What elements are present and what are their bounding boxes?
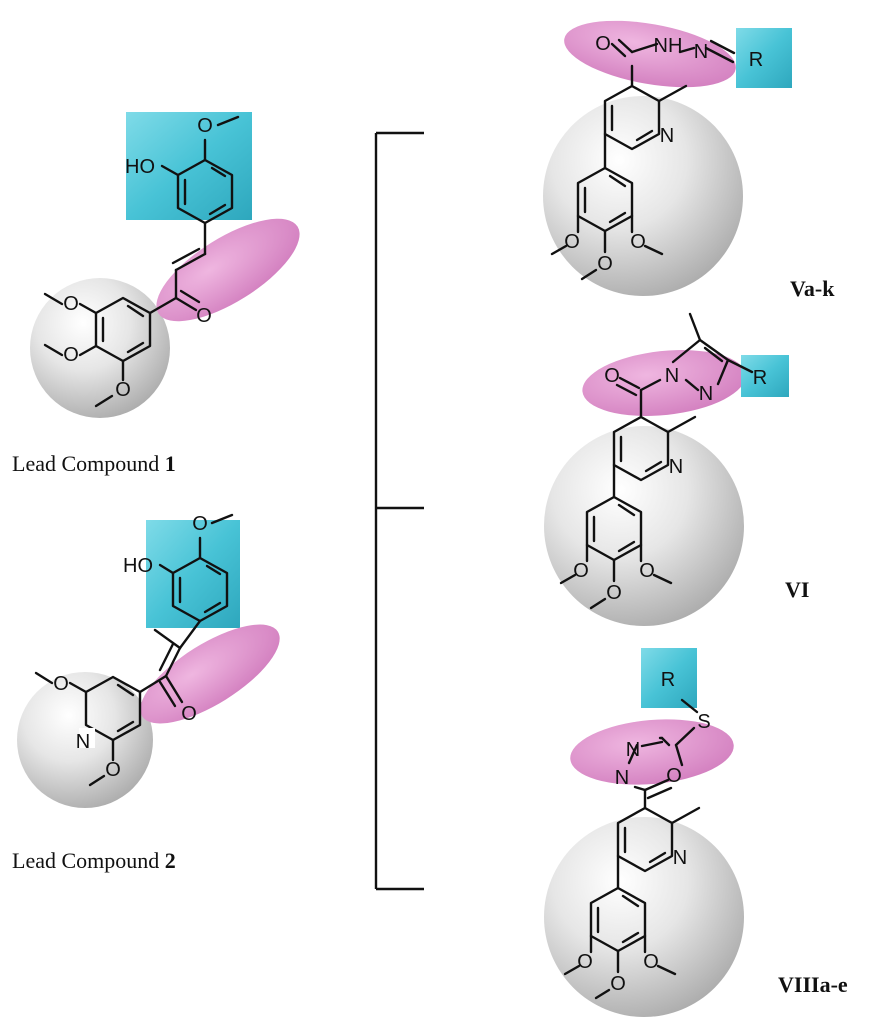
- atom-o: O: [643, 951, 659, 973]
- atom-o: O: [666, 765, 682, 787]
- core-sphere: [544, 426, 744, 626]
- compound-viiia-e-structure: R S N N O N O O O: [544, 648, 744, 1017]
- atom-o: O: [63, 344, 79, 366]
- atom-n: N: [660, 125, 674, 147]
- atom-o: O: [564, 231, 580, 253]
- atom-o: O: [630, 231, 646, 253]
- lead-compound-2-caption: Lead Compound 2: [12, 848, 176, 873]
- atom-n: N: [694, 41, 708, 63]
- lead-compound-1-caption: Lead Compound 1: [12, 451, 176, 476]
- atom-r: R: [753, 367, 767, 389]
- atom-o: O: [115, 379, 131, 401]
- atom-o: O: [610, 973, 626, 995]
- atom-s: S: [697, 711, 710, 733]
- core-sphere: [543, 96, 743, 296]
- r-group-box: [736, 28, 792, 88]
- atom-o: O: [639, 560, 655, 582]
- enone-linker-ellipse: [140, 624, 280, 724]
- lead-compound-2-structure: O HO O O N O: [17, 513, 280, 808]
- atom-o: O: [597, 253, 613, 275]
- atom-r: R: [749, 49, 763, 71]
- oxadiazole-linker-ellipse: [570, 719, 734, 785]
- atom-n: N: [673, 847, 687, 869]
- atom-nh: NH: [654, 35, 683, 57]
- r-group-box: [641, 648, 697, 708]
- compound-vi-structure: O N N R N O O O: [544, 312, 789, 626]
- hydrazone-linker-ellipse: [564, 20, 736, 88]
- atom-o: O: [105, 759, 121, 781]
- atom-o: O: [63, 293, 79, 315]
- atom-o: O: [192, 513, 208, 535]
- atom-o: O: [573, 560, 589, 582]
- r-group-box: [741, 355, 789, 397]
- atom-o: O: [196, 305, 212, 327]
- atom-n: N: [76, 731, 90, 753]
- atom-o: O: [606, 582, 622, 604]
- atom-o: O: [197, 115, 213, 137]
- series-bracket: [374, 131, 424, 891]
- atom-n: N: [626, 739, 640, 761]
- pyrazoline-linker-ellipse: [582, 350, 746, 416]
- atom-n: N: [665, 365, 679, 387]
- hydroxy-methoxy-box: [146, 520, 240, 628]
- atom-o: O: [595, 33, 611, 55]
- atom-n: N: [669, 456, 683, 478]
- atom-n: N: [615, 767, 629, 789]
- enone-linker-ellipse: [156, 218, 300, 322]
- atom-ho: HO: [125, 156, 155, 178]
- series-viiia-e-label: VIIIa-e: [778, 972, 848, 997]
- series-vi-label: VI: [785, 577, 809, 602]
- atom-o: O: [604, 365, 620, 387]
- atom-o: O: [53, 673, 69, 695]
- atom-ho: HO: [123, 555, 153, 577]
- atom-o: O: [577, 951, 593, 973]
- atom-n: N: [699, 383, 713, 405]
- atom-o: O: [181, 703, 197, 725]
- compound-va-k-structure: O NH N R N O O O: [543, 20, 792, 296]
- lead-compound-1-structure: O HO O O O O: [30, 112, 300, 418]
- series-va-k-label: Va-k: [790, 276, 835, 301]
- atom-r: R: [661, 669, 675, 691]
